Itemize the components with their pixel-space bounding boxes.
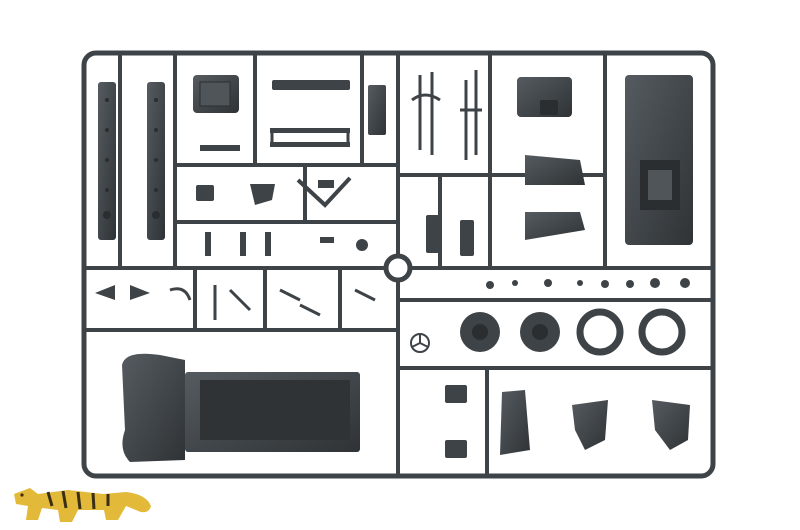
dash-part xyxy=(517,77,572,117)
body-tub-part xyxy=(122,353,360,462)
tiger-logo xyxy=(14,488,151,522)
mudguard-part xyxy=(525,155,585,185)
ring-gate xyxy=(383,253,413,283)
wheel-2 xyxy=(520,312,560,352)
bumper-part xyxy=(272,80,350,90)
sprue-frame xyxy=(81,50,716,479)
steering-wheel-part xyxy=(410,333,430,353)
seat-part xyxy=(500,390,530,455)
tire-1 xyxy=(576,308,624,356)
tiger-icon xyxy=(14,488,151,522)
small-parts-cluster xyxy=(196,145,368,256)
tire-2 xyxy=(638,308,686,356)
wheel-1 xyxy=(460,312,500,352)
